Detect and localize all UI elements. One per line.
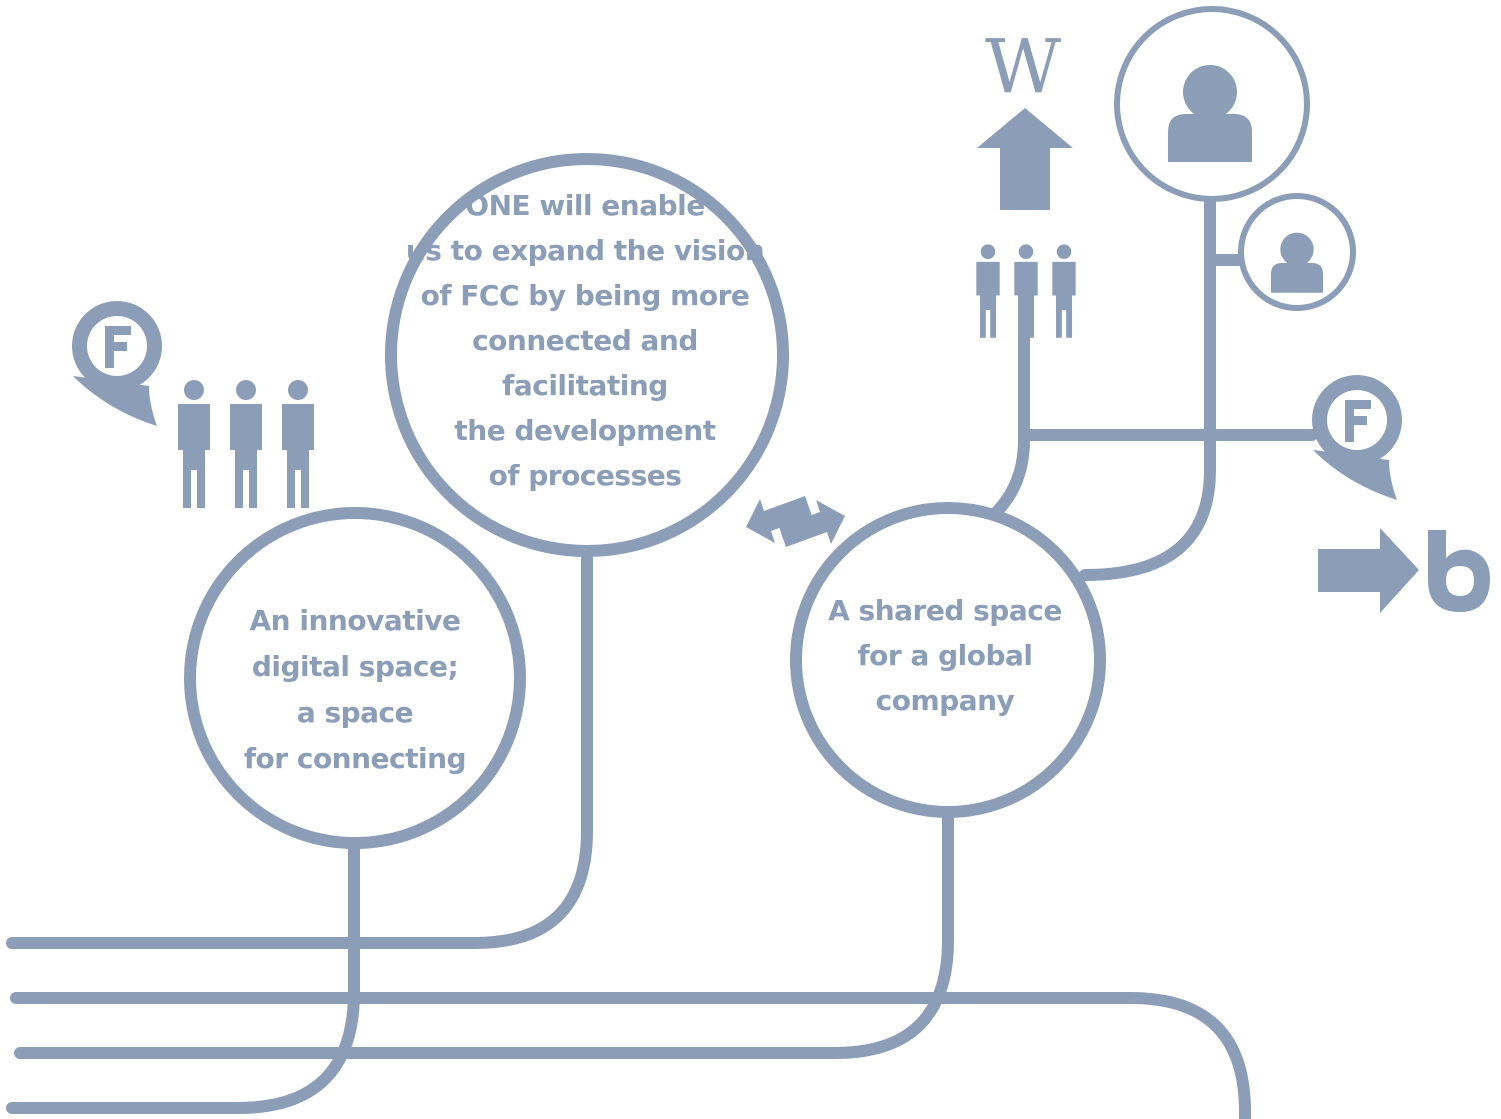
exchange-arrows-icon [746, 496, 845, 547]
connector-line-2 [10, 992, 1251, 1119]
bubble-right [790, 502, 1106, 818]
b-logo-icon [1428, 530, 1490, 612]
arrow-right-icon [1318, 528, 1419, 613]
chat-bubble-f-left-icon [72, 301, 162, 426]
wikipedia-icon: W [985, 24, 1062, 110]
bubble-left [184, 507, 526, 849]
arrow-up-icon [977, 108, 1073, 210]
connector-line-3 [14, 806, 954, 1059]
bubble-top-text: ONE will enable us to expand the vision … [405, 188, 765, 492]
bubble-top [385, 153, 789, 557]
bubble-right-text: A shared space for a global company [828, 593, 1062, 717]
connector-lines [6, 546, 1251, 1119]
bubble-left-text: An innovative digital space; a space for… [243, 604, 467, 775]
network-line-main [1079, 184, 1216, 581]
connector-line-4 [6, 824, 360, 1114]
chat-bubble-f-right-icon [1312, 375, 1402, 500]
connector-line-1 [6, 546, 593, 949]
people-group-left-icon [178, 380, 314, 508]
